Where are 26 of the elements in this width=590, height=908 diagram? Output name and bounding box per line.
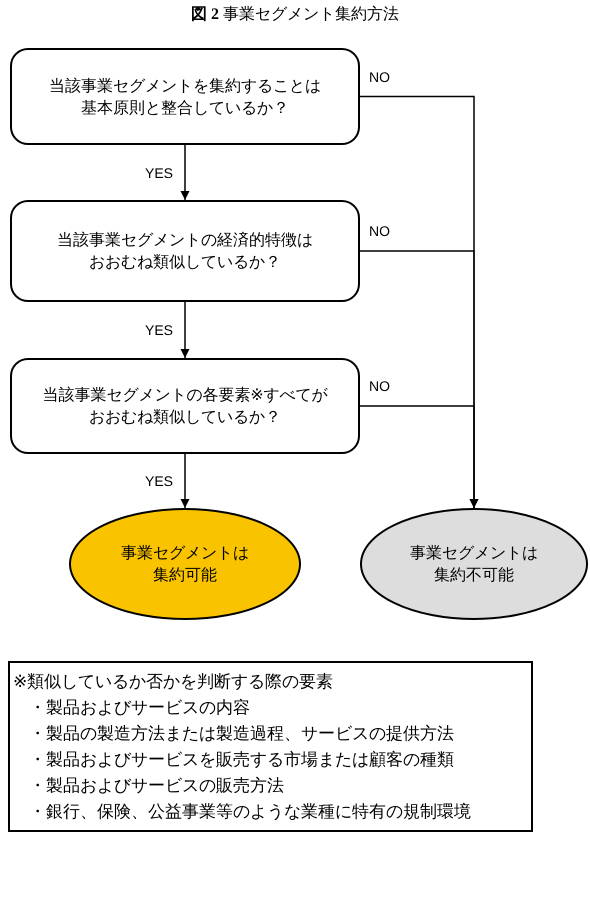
flow-arrow: [360, 405, 478, 508]
question-text: 当該事業セグメントの経済的特徴はおおむね類似しているか？: [56, 229, 314, 273]
list-item: ・銀行、保険、公益事業等のような業種に特有の規制環境: [28, 801, 471, 824]
list-item: ・製品およびサービスの内容: [28, 697, 250, 720]
edge-label: YES: [144, 473, 174, 489]
figure-title: 図 2 事業セグメント集約方法: [191, 5, 399, 25]
question-text: 当該事業セグメントの各要素※すべてがおおむね類似しているか？: [41, 384, 329, 428]
result-ellipse: [360, 508, 588, 620]
flow-arrow: [180, 302, 190, 358]
question-text: 当該事業セグメントを集約することは基本原則と整合しているか？: [48, 74, 322, 118]
edge-label: NO: [368, 223, 391, 239]
list-item: ・製品およびサービスの販売方法: [28, 775, 284, 798]
flow-arrow: [180, 145, 190, 200]
result-text: 事業セグメントは集約可能: [120, 542, 250, 586]
edge-label: NO: [368, 378, 391, 394]
note-heading: ※類似しているか否かを判断する際の要素: [12, 671, 334, 694]
flow-arrow: [180, 454, 190, 508]
decision-box: [10, 358, 360, 454]
list-item: ・製品およびサービスを販売する市場または顧客の種類: [28, 749, 454, 772]
result-text: 事業セグメントは集約不可能: [408, 542, 539, 586]
list-item: ・製品の製造方法または製造過程、サービスの提供方法: [28, 723, 454, 746]
edge-label: YES: [144, 322, 174, 338]
decision-box: [10, 48, 360, 145]
result-ellipse: [69, 508, 301, 620]
decision-box: [10, 200, 360, 302]
note-box: [8, 661, 533, 832]
